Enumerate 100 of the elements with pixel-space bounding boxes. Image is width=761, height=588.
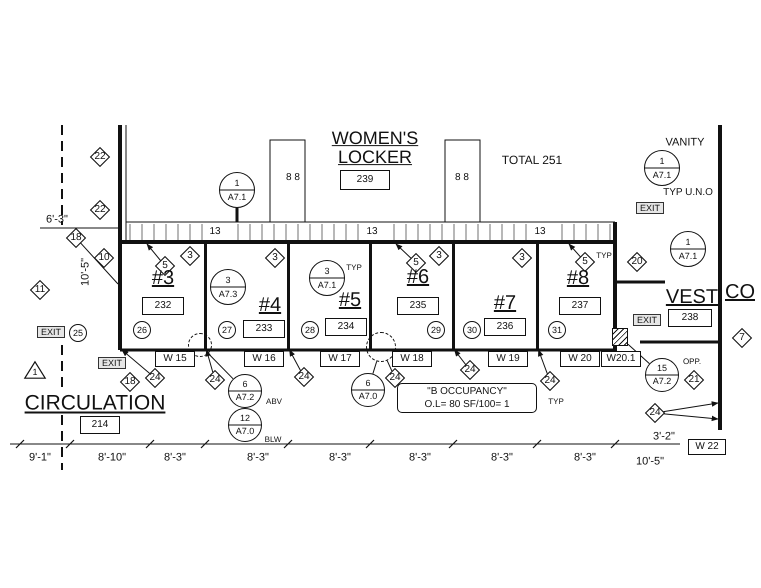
room-tag: 232: [142, 297, 184, 315]
door-tag: 28: [301, 321, 319, 339]
room-name: VEST: [666, 287, 718, 307]
room-name: #4: [258, 295, 282, 315]
leader-line: [80, 242, 118, 284]
room-tag: 235: [397, 297, 439, 315]
keynote-diamond: 24: [205, 370, 225, 390]
wall: [452, 242, 454, 350]
exit-sign: EXIT: [37, 326, 65, 338]
keynote-diamond: 22: [90, 147, 110, 167]
dimension-text: 8'-3": [329, 452, 351, 464]
revision-triangle: 1: [24, 361, 46, 379]
window-tag: W20.1: [601, 351, 641, 367]
exit-sign: EXIT: [636, 202, 664, 214]
window-tag: W 17: [320, 351, 360, 367]
keynote-diamond: 3: [512, 248, 532, 268]
door-tag: 26: [133, 321, 151, 339]
exit-sign: EXIT: [98, 357, 126, 369]
keynote-diamond: 18: [66, 228, 86, 248]
keynote-number: 13: [209, 227, 221, 237]
dimension-text: 8'-3": [574, 452, 596, 464]
wall: [718, 125, 722, 430]
keynote-diamond: 7: [732, 328, 752, 348]
note-text: TYP: [596, 252, 612, 260]
keynote-diamond: 3: [180, 246, 200, 266]
leader-line: [396, 244, 412, 259]
section-marker: 1 A7.1: [644, 150, 680, 186]
keynote-diamond: 22: [90, 200, 110, 220]
leader-line: [664, 413, 719, 422]
window-tag: W 22: [688, 439, 726, 455]
keynote-number: 13: [534, 227, 546, 237]
leader-line: [372, 360, 378, 374]
dimension-text: 6'-3": [46, 214, 68, 226]
room-tag: 236: [484, 318, 526, 336]
dimension-text: 9'-1": [29, 452, 51, 464]
note-text: TYP U.N.O: [663, 188, 713, 198]
keynote-diamond: 24: [645, 403, 665, 423]
wall: [120, 240, 615, 244]
door-tag: 30: [463, 321, 481, 339]
dimension-text: 8'-10": [98, 452, 126, 464]
leader-line: [663, 401, 719, 412]
window-tag: W 18: [392, 351, 432, 367]
leader-line: [208, 353, 234, 380]
door-tag: 31: [548, 321, 566, 339]
note-text: VANITY: [666, 138, 704, 148]
section-marker: 6 A7.2: [228, 374, 262, 408]
keynote-diamond: 24: [540, 371, 560, 391]
keynote-diamond: 21: [684, 370, 704, 390]
leader-line: [454, 349, 466, 365]
note-text: OPP.: [682, 358, 702, 366]
section-marker: 6 A7.0: [351, 373, 385, 407]
dimension-text: 8'-3": [491, 452, 513, 464]
door-tag: 27: [218, 321, 236, 339]
leader-line: [538, 349, 548, 374]
column: [612, 328, 628, 346]
leader-line: [568, 243, 581, 258]
dimension-text: 8'-3": [247, 452, 269, 464]
room-tag: 233: [243, 320, 285, 338]
leader-line: [289, 349, 301, 371]
wall: [368, 242, 372, 350]
keynote-diamond: 20: [627, 252, 647, 272]
room-name: WOMEN'S LOCKER: [330, 129, 420, 167]
leader-line: [206, 349, 214, 373]
wall: [118, 125, 122, 350]
note-text: TYP: [346, 264, 362, 272]
note-text: TYP: [548, 398, 564, 406]
room-name: CO: [725, 282, 755, 302]
keynote-diamond: 11: [30, 280, 50, 300]
window-tag: W 16: [244, 351, 284, 367]
section-marker: 15 A7.2: [645, 358, 679, 392]
section-marker: 3 A7.3: [210, 269, 246, 305]
room-tag: 214: [80, 416, 120, 434]
dimension-text: 8 8: [455, 173, 469, 183]
room-tag: 237: [559, 297, 601, 315]
dimension-text: 8'-3": [409, 452, 431, 464]
leader-line: [628, 344, 650, 364]
section-marker: 1 A7.1: [670, 231, 706, 267]
wall: [286, 242, 290, 350]
dimension-text: 10'-5": [80, 258, 92, 286]
keynote-diamond: 3: [429, 246, 449, 266]
dimension-text: 8'-3": [164, 452, 186, 464]
keynote-diamond: 10: [94, 248, 114, 268]
wall: [536, 242, 538, 350]
note-text: ABV: [266, 398, 282, 406]
room-tag: 238: [668, 309, 712, 327]
dimension-text: 10'-5": [636, 456, 664, 468]
keynote-diamond: 3: [265, 248, 285, 268]
keynote-number: 13: [366, 227, 378, 237]
leader-line: [386, 360, 392, 372]
door-tag: 29: [427, 321, 445, 339]
section-marker: 12 A7.0: [228, 408, 262, 442]
keynote-diamond: 18: [120, 372, 140, 392]
leader-line: [146, 243, 161, 261]
keynote-diamond: 24: [294, 367, 314, 387]
dimension-text: 3'-2": [653, 432, 675, 442]
dimension-text: 8 8: [286, 173, 300, 183]
note-text: BLW: [264, 436, 282, 444]
room-tag: 234: [325, 318, 367, 336]
note-box: "B OCCUPANCY" O.L= 80 SF/100= 1: [397, 383, 537, 413]
section-marker: 1 A7.1: [219, 172, 255, 208]
